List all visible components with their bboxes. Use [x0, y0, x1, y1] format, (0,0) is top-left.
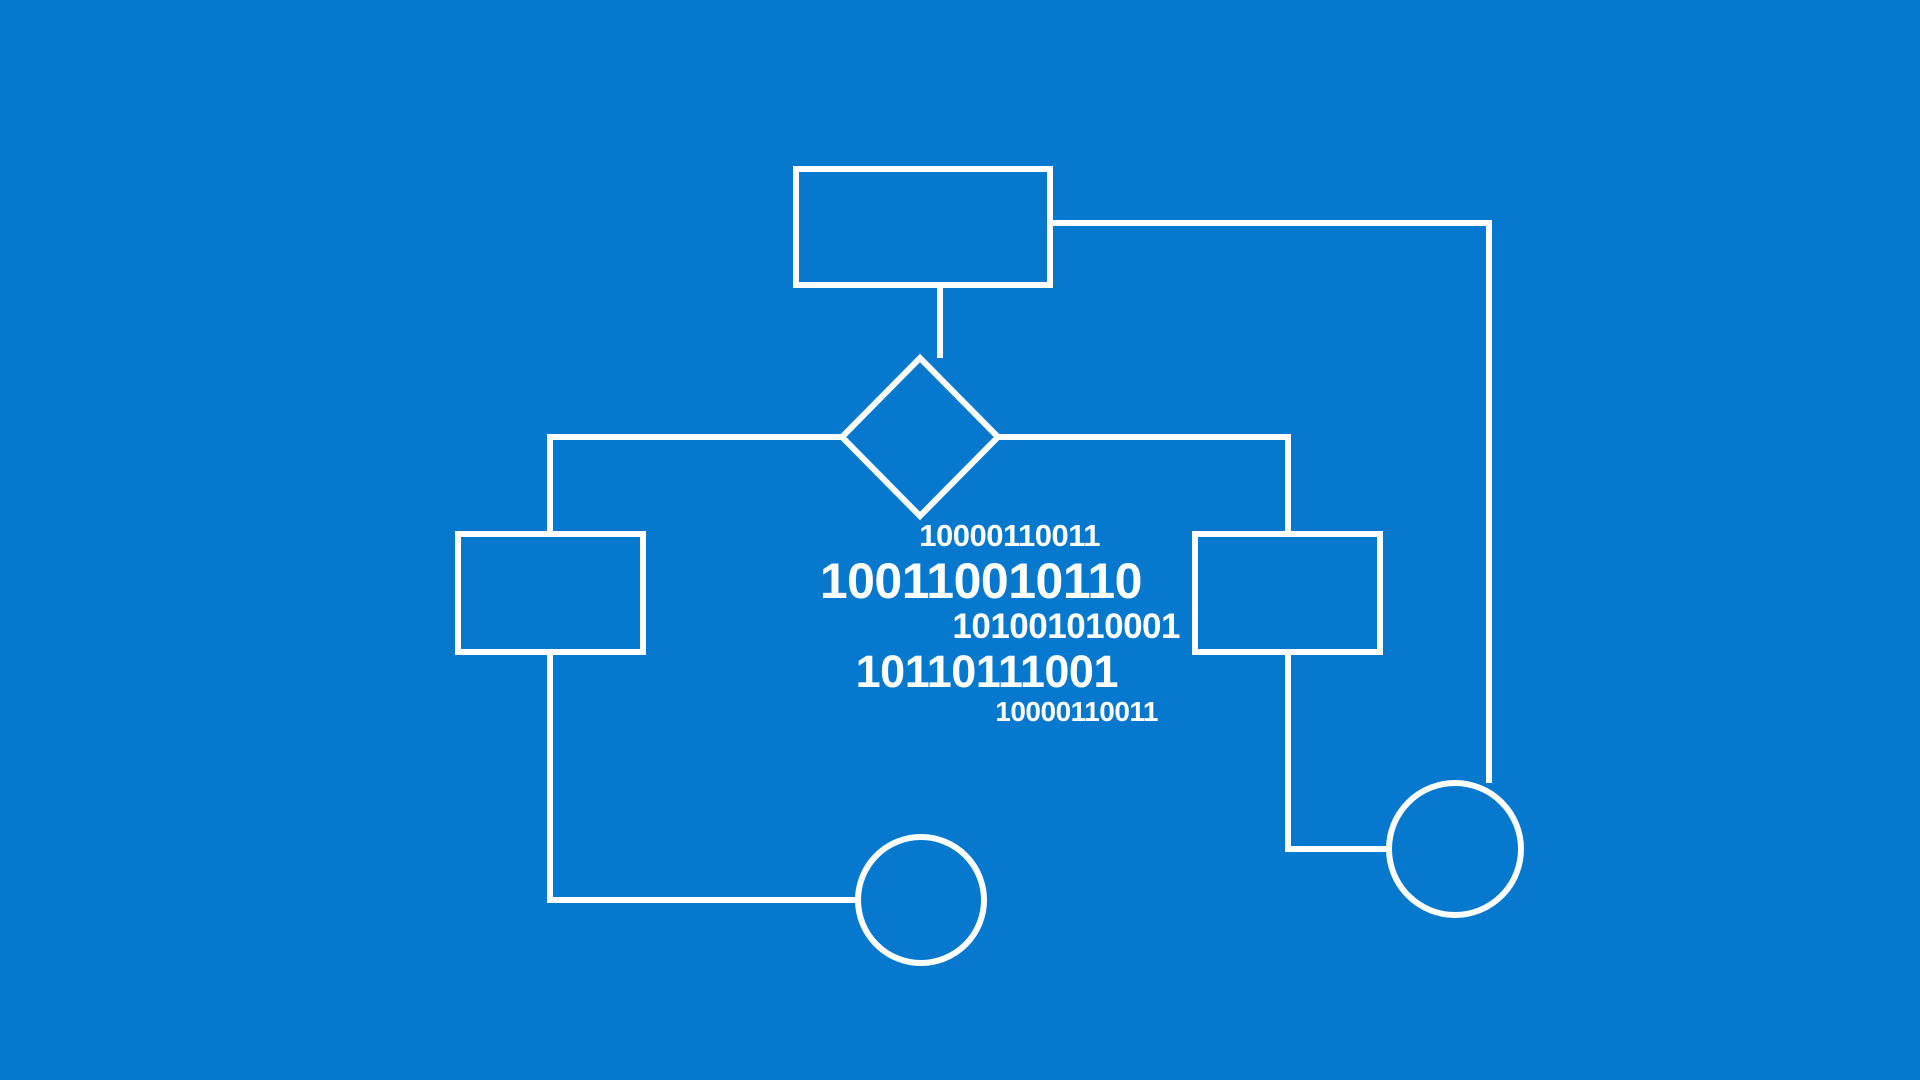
node-terminator-right: [1386, 780, 1524, 918]
connector-decision-to-right: [998, 434, 1291, 531]
node-process-top: [793, 166, 1053, 288]
node-process-right: [1192, 531, 1383, 655]
binary-line-2: 100110010110: [819, 553, 1143, 609]
binary-code-text: 10000110011 100110010110 101001010001 10…: [660, 518, 1181, 780]
connector-left-to-left-terminator: [547, 655, 857, 903]
binary-line-3: 101001010001: [952, 607, 1180, 646]
node-terminator-left: [855, 834, 987, 966]
connector-right-to-right-terminator: [1285, 655, 1388, 852]
binary-line-5: 10000110011: [995, 696, 1158, 727]
connector-decision-to-left: [547, 434, 842, 531]
node-process-left: [455, 531, 646, 655]
connector-top-to-right-terminator: [1053, 220, 1492, 783]
binary-line-1: 10000110011: [919, 518, 1100, 553]
node-decision: [837, 353, 1003, 521]
binary-line-4: 10110111001: [855, 646, 1119, 697]
